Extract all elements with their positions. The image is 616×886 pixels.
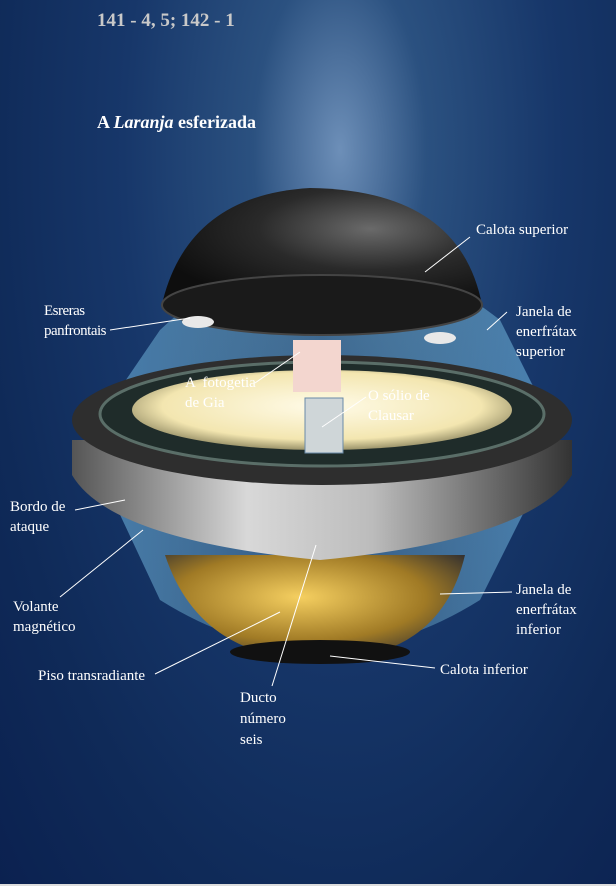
bottom-border bbox=[0, 884, 616, 886]
label-janela-superior: Janela de enerfrátax superior bbox=[516, 304, 577, 360]
label-ducto: Ducto número seis bbox=[240, 690, 286, 748]
panfrontal-sphere bbox=[424, 332, 456, 344]
label-solio: O sólio de Clausar bbox=[368, 388, 430, 424]
panfrontal-sphere bbox=[182, 316, 214, 328]
title-suffix: esferizada bbox=[178, 112, 256, 132]
label-calota-superior: Calota superior bbox=[476, 222, 569, 238]
page-reference: 141 - 4, 5; 142 - 1 bbox=[97, 10, 235, 31]
label-janela-inferior: Janela de enerfrátax inferior bbox=[516, 582, 577, 638]
figure-title: A Laranja esferizada bbox=[97, 112, 256, 133]
leader-lines bbox=[59, 236, 513, 687]
label-calota-inferior: Calota inferior bbox=[440, 662, 528, 678]
title-italic: Laranja bbox=[113, 112, 174, 132]
label-esferas-panfrontais: Esreras panfrontais bbox=[44, 303, 106, 339]
gia-photo bbox=[293, 340, 341, 392]
label-piso: Piso transradiante bbox=[38, 668, 146, 684]
title-prefix: A bbox=[97, 112, 110, 132]
lower-cap bbox=[230, 640, 410, 664]
label-volante: Volante magnético bbox=[13, 599, 76, 635]
label-fotogetia: A fotogetia de Gia bbox=[185, 375, 256, 411]
label-bordo: Bordo de ataque bbox=[10, 499, 66, 535]
lower-bowl bbox=[165, 555, 465, 660]
upper-cap bbox=[163, 188, 482, 305]
